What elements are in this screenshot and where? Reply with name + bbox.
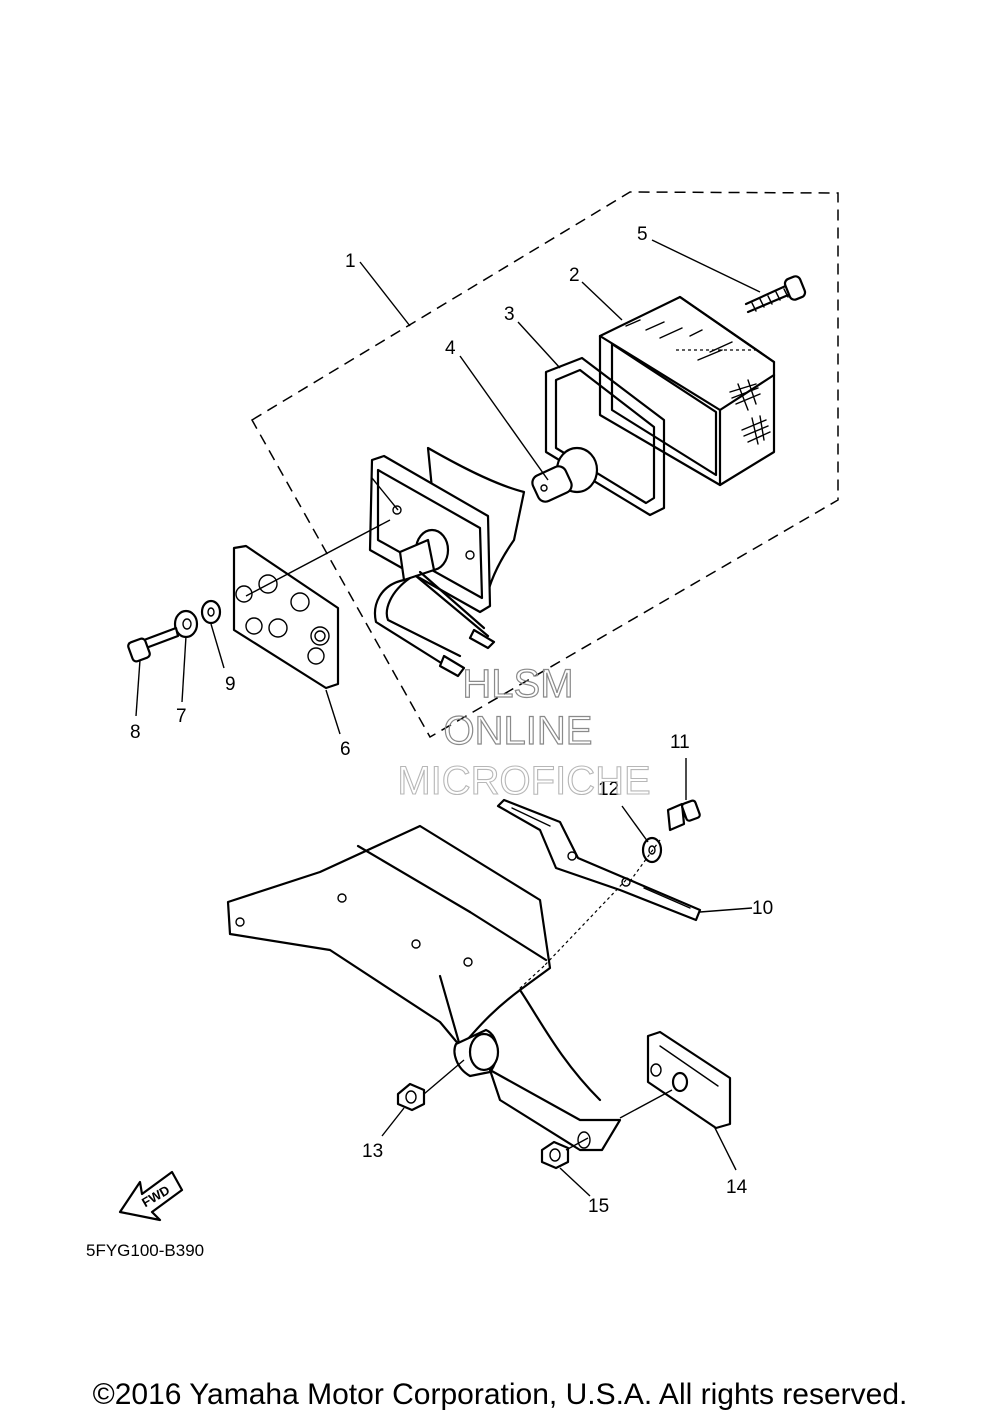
callout-6: 6 (340, 739, 351, 760)
part-fender-bracket (226, 824, 622, 1152)
callout-9: 9 (225, 674, 236, 695)
part-14-reflector (646, 1030, 732, 1130)
part-2-lens-cover (598, 295, 776, 487)
callout-11: 11 (670, 732, 690, 753)
callout-13: 13 (362, 1141, 383, 1162)
assembly-boundary (250, 191, 839, 739)
callout-12: 12 (598, 779, 619, 800)
copyright-notice: ©2016 Yamaha Motor Corporation, U.S.A. A… (92, 1378, 908, 1411)
part-base-housing (368, 446, 526, 678)
part-5-screw (744, 275, 807, 314)
callout-15: 15 (588, 1196, 609, 1217)
callout-8: 8 (130, 722, 141, 743)
callout-14: 14 (726, 1177, 748, 1198)
watermark-line-3: MICROFICHE (397, 759, 650, 803)
part-3-gasket (544, 356, 666, 517)
callout-1: 1 (345, 251, 356, 272)
callout-4: 4 (445, 338, 456, 359)
part-13-nut (396, 1082, 426, 1112)
drawing-code: 5FYG100-B390 (86, 1241, 204, 1260)
callout-7: 7 (176, 706, 187, 727)
watermark-line-2: ONLINE (444, 709, 593, 753)
part-15-nut (540, 1140, 570, 1170)
fwd-arrow-icon: FWD (118, 1170, 184, 1222)
part-6-plate (232, 544, 340, 690)
part-4-bulb (531, 446, 599, 503)
watermark-line-1: HLSM (462, 662, 573, 706)
callout-3: 3 (504, 304, 515, 325)
part-9-washer (200, 599, 222, 625)
part-10-license-bracket (496, 798, 702, 922)
part-11-bolt (666, 799, 701, 832)
callout-10: 10 (752, 898, 773, 919)
callout-2: 2 (569, 265, 580, 286)
part-8-bolt (127, 626, 180, 663)
callout-5: 5 (637, 224, 648, 245)
